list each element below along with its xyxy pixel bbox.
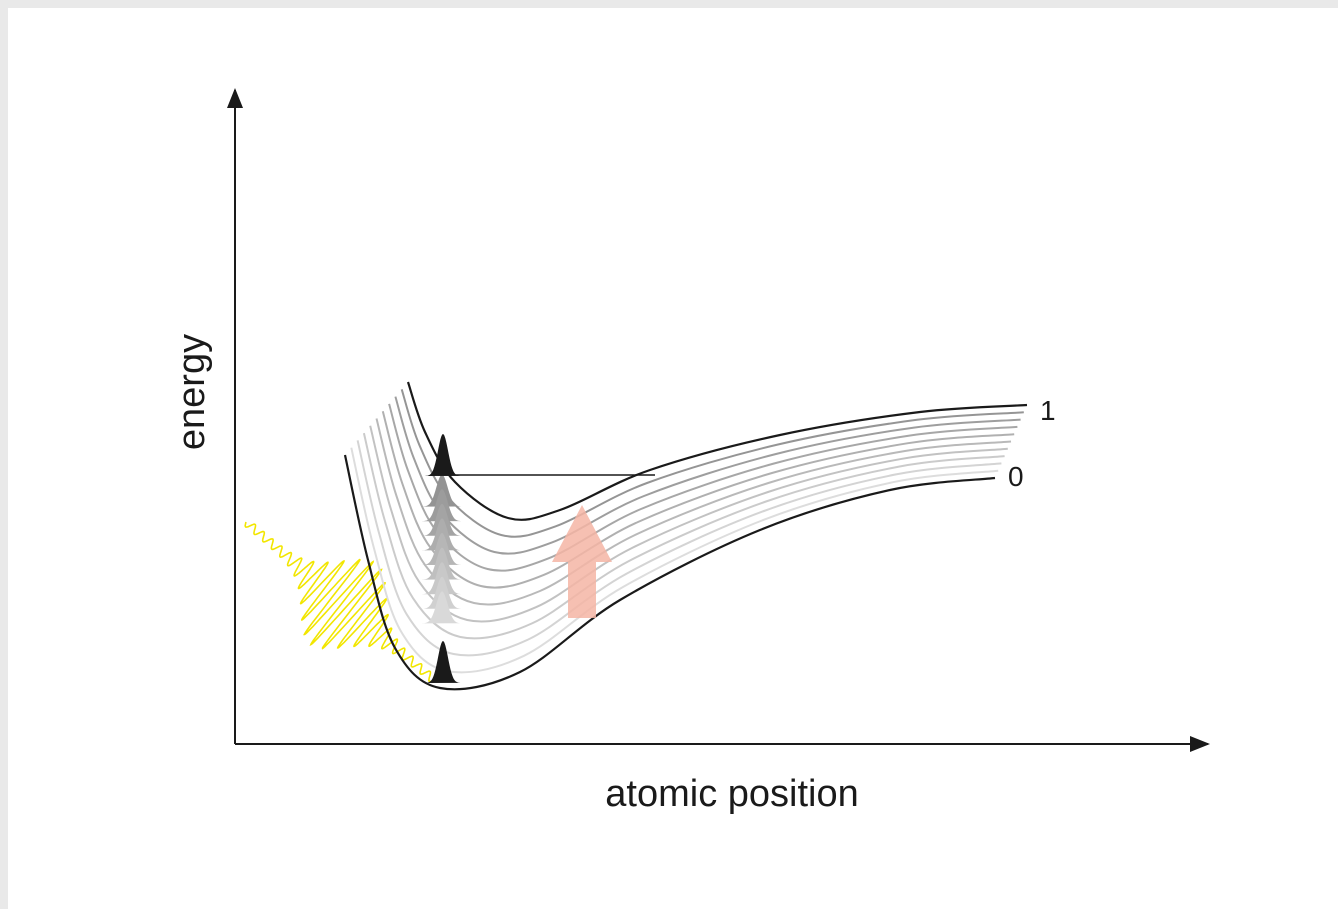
intermediate-curve — [350, 447, 999, 674]
upper-curve-label: 1 — [1040, 395, 1056, 426]
y-axis-label: energy — [171, 334, 213, 450]
intermediate-curve — [356, 440, 1002, 657]
wavepacket-ground — [425, 641, 461, 683]
lower-potential-curve — [343, 454, 996, 691]
potential-energy-curves — [343, 381, 1028, 691]
upper-potential-curve — [406, 381, 1028, 521]
wavepacket-excited — [425, 434, 461, 476]
intermediate-curve — [369, 425, 1008, 623]
photon-wave — [244, 521, 435, 683]
excitation-arrow — [552, 505, 612, 618]
wavepacket-intermediate — [422, 591, 462, 624]
lower-curve-label: 0 — [1008, 461, 1024, 492]
figure-frame — [8, 8, 1338, 909]
intermediate-curve — [362, 432, 1005, 640]
intermediate-curve — [375, 418, 1012, 606]
intermediate-curve — [381, 410, 1015, 589]
wavepacket-stack — [422, 434, 462, 683]
intermediate-curve — [400, 389, 1024, 538]
x-axis-label: atomic position — [605, 773, 858, 815]
photon-squiggle — [244, 521, 435, 683]
